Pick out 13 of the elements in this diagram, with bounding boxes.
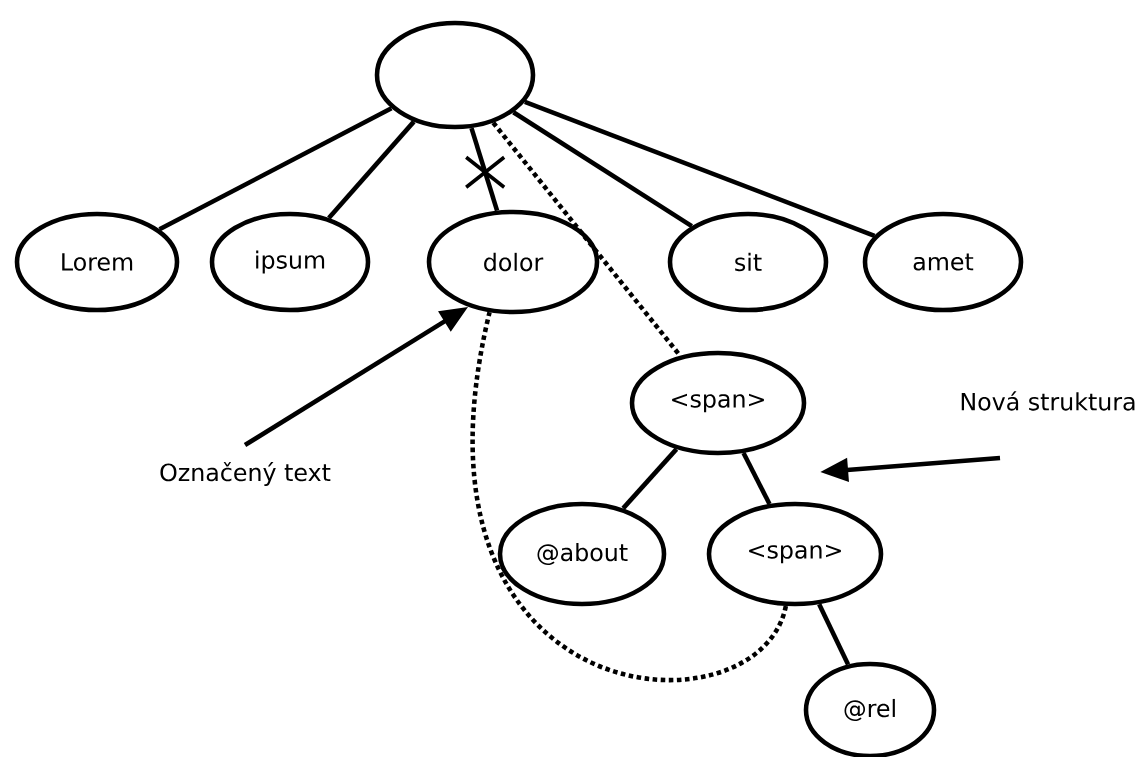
edge-line <box>621 447 679 510</box>
edge-line <box>158 106 393 232</box>
edge-line <box>524 99 876 238</box>
edge-line <box>512 110 693 229</box>
callout-text: Označený text <box>160 462 331 486</box>
edge-line <box>469 127 500 212</box>
curved-link <box>471 311 788 683</box>
edge-line <box>491 121 682 358</box>
empty-ellipse <box>374 20 536 130</box>
edge-line <box>817 603 851 666</box>
edge-line <box>327 120 416 220</box>
callout-text: Nová struktura <box>961 391 1135 411</box>
edge-line <box>741 452 772 505</box>
